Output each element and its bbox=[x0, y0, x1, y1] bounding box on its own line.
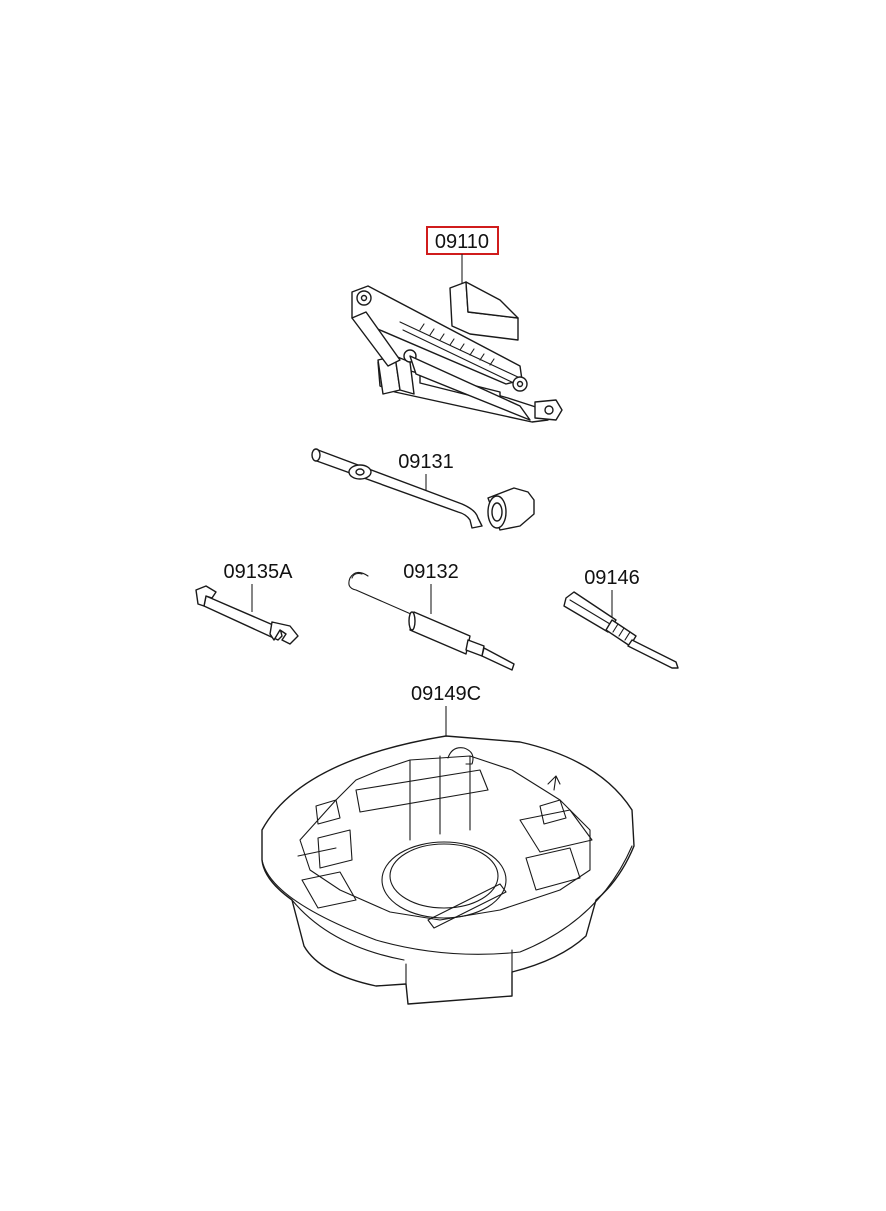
hook-label[interactable]: 09132 bbox=[403, 561, 459, 583]
screwdriver-illustration bbox=[563, 591, 679, 669]
jack-label[interactable]: 09110 bbox=[435, 231, 489, 253]
hook-illustration bbox=[348, 571, 515, 671]
wrench-illustration bbox=[195, 585, 299, 645]
handle-illustration bbox=[311, 448, 535, 531]
wrench-label[interactable]: 09135A bbox=[224, 561, 294, 583]
screwdriver-label[interactable]: 09146 bbox=[584, 567, 640, 589]
wrench-callout[interactable]: 09135A bbox=[224, 561, 294, 612]
jack-callout[interactable]: 09110 bbox=[426, 226, 499, 288]
tray-illustration bbox=[261, 735, 635, 1005]
handle-label[interactable]: 09131 bbox=[398, 451, 454, 473]
hook-callout[interactable]: 09132 bbox=[403, 561, 459, 614]
screwdriver-callout[interactable]: 09146 bbox=[584, 567, 640, 618]
jack-illustration bbox=[351, 281, 563, 423]
tray-label[interactable]: 09149C bbox=[411, 683, 481, 705]
tray-callout[interactable]: 09149C bbox=[411, 683, 481, 736]
